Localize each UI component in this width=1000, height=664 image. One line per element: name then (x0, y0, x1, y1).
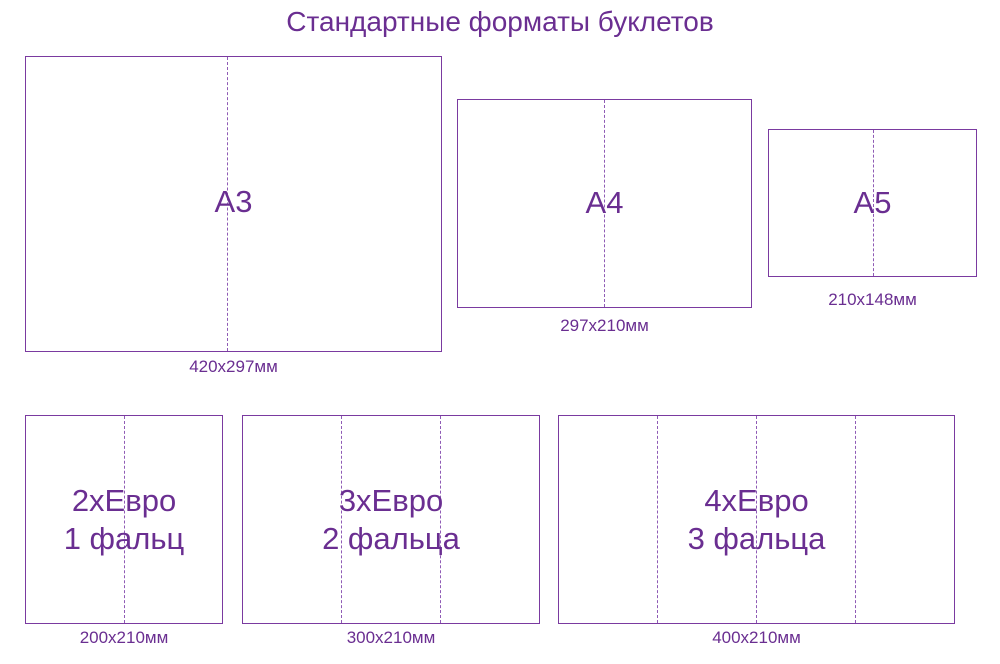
format-2xeuro-size: 200х210мм (79, 628, 169, 647)
format-2xeuro-name: 2хЕвро (71, 483, 177, 518)
fold-line (124, 416, 125, 623)
format-3xeuro-sheet: 3хЕвро 2 фальца (242, 415, 540, 624)
format-a5-label: А5 (853, 185, 892, 220)
format-a3-label: А3 (214, 184, 253, 219)
page-title: Стандартные форматы буклетов (286, 6, 714, 37)
format-4xeuro-name: 4хЕвро (704, 483, 809, 518)
format-2xeuro-sheet: 2хЕвро 1 фальц (25, 415, 223, 624)
format-a4-size: 297х210мм (560, 316, 649, 335)
fold-line (873, 130, 874, 276)
format-a4-sheet: А4 (457, 99, 752, 308)
fold-line (341, 416, 342, 623)
format-a4-label: А4 (585, 185, 624, 220)
format-a3-sheet: А3 (25, 56, 442, 352)
format-a5-size: 210х148мм (828, 290, 917, 309)
format-3xeuro-label: 3хЕвро 2 фальца (243, 482, 539, 558)
fold-line (440, 416, 441, 623)
fold-line (756, 416, 757, 623)
format-a5-sheet: А5 (768, 129, 977, 277)
fold-line (227, 57, 228, 351)
format-2xeuro-folds: 1 фальц (63, 520, 185, 556)
format-3xeuro-folds: 2 фальца (322, 520, 460, 556)
format-4xeuro-size: 400х210мм (712, 628, 801, 647)
format-a3-size: 420х297мм (189, 357, 278, 376)
format-3xeuro-name: 3хЕвро (338, 483, 444, 518)
format-3xeuro-size: 300х210мм (346, 628, 436, 647)
fold-line (604, 100, 605, 307)
format-4xeuro-label: 4хЕвро 3 фальца (559, 482, 954, 558)
fold-line (855, 416, 856, 623)
fold-line (657, 416, 658, 623)
format-4xeuro-sheet: 4хЕвро 3 фальца (558, 415, 955, 624)
format-2xeuro-label: 2хЕвро 1 фальц (26, 482, 222, 558)
format-4xeuro-folds: 3 фальца (687, 520, 826, 556)
